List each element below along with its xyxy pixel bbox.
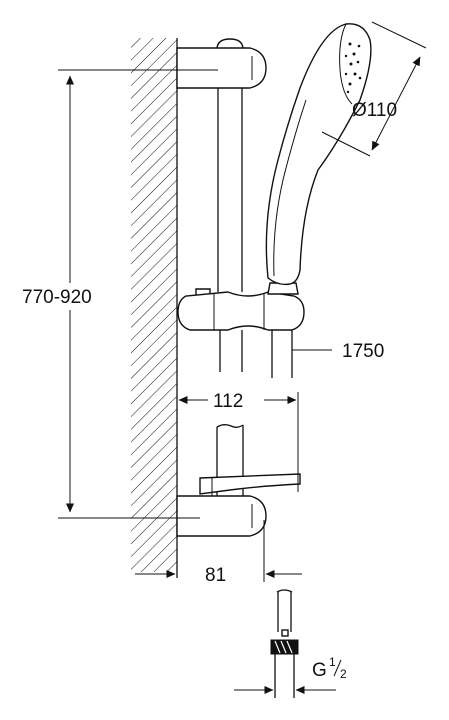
- hand-shower: [265, 23, 372, 286]
- wall-hatching: [131, 38, 177, 572]
- dim-thread-denominator: 2: [340, 667, 347, 681]
- connector-ring: [281, 629, 289, 637]
- bottom-bracket-body: [176, 495, 267, 537]
- rail-break-mark: [216, 424, 244, 428]
- dim-height-label: 770-920: [22, 287, 92, 308]
- dim-wall-to-rail-label: 81: [205, 565, 226, 586]
- hand-shower-head-rim: [339, 23, 353, 105]
- hose: [271, 330, 293, 378]
- dim-thread-fraction-bar: [333, 659, 342, 677]
- hand-shower-handle-inner: [273, 99, 307, 277]
- soap-shelf: [199, 473, 301, 495]
- dim-wall-to-rail: [135, 520, 302, 582]
- dim-thread-numerator: 1: [329, 655, 336, 669]
- dim-height: [58, 69, 218, 519]
- top-bracket-cap: [216, 38, 244, 49]
- slider-body: [177, 291, 305, 331]
- top-bracket-body: [176, 47, 267, 89]
- dim-wall-to-holder: [178, 392, 299, 492]
- dim-hose-length-label: 1750: [342, 341, 384, 362]
- top-wall-bracket: [176, 38, 267, 89]
- spray-face: [344, 42, 362, 94]
- slider-holder: [177, 282, 305, 331]
- dim-thread-label: G: [312, 660, 327, 681]
- dim-head-diameter-label: Ø110: [352, 100, 397, 121]
- dim-wall-to-holder-label: 112: [213, 391, 243, 412]
- hose-connector: [270, 589, 299, 698]
- bottom-wall-bracket: [176, 473, 301, 537]
- rail: [216, 85, 244, 498]
- dim-head-diameter: [321, 21, 427, 157]
- wall: [131, 38, 178, 578]
- hand-shower-handle: [265, 23, 372, 286]
